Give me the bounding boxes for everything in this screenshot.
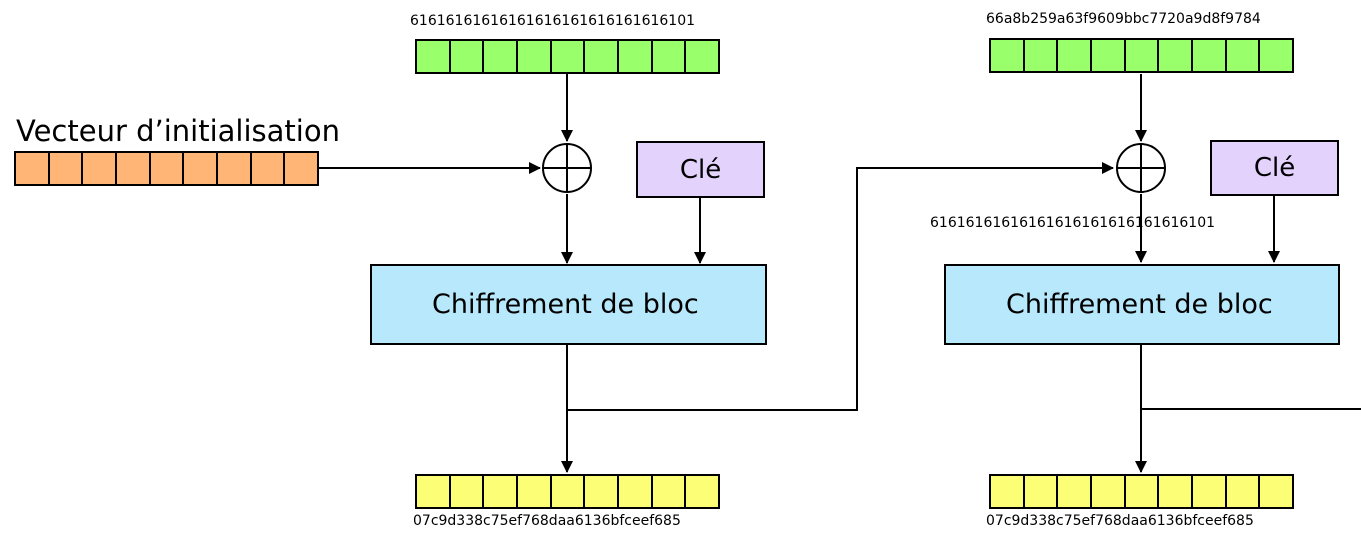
register-cell <box>989 38 1025 73</box>
xor-symbol-1 <box>542 143 592 193</box>
cipher-label-1: Chiffrement de bloc <box>432 289 699 320</box>
register-cell <box>1157 38 1193 73</box>
register-cell <box>989 474 1025 509</box>
register-cell <box>1123 474 1160 509</box>
register-cell <box>1022 474 1059 509</box>
cipher-label-2: Chiffrement de bloc <box>1006 289 1273 320</box>
register-cell <box>14 151 50 186</box>
plaintext-2-hex: 66a8b259a63f9609bbc7720a9d8f9784 <box>986 11 1261 27</box>
register-cell <box>1258 474 1294 509</box>
register-cell <box>684 474 720 509</box>
register-cell <box>448 39 485 74</box>
register-cell <box>616 39 653 74</box>
register-cell <box>1089 474 1126 509</box>
cipher-box-1: Chiffrement de bloc <box>370 264 767 345</box>
register-cell <box>415 474 451 509</box>
register-cell <box>81 151 117 186</box>
xor-output-2-hex: 61616161616161616161616161616101 <box>930 215 1216 231</box>
register-cell <box>515 474 552 509</box>
register-cell <box>148 151 185 186</box>
register-cell <box>1224 38 1261 73</box>
register-cell <box>1056 474 1092 509</box>
register-cell <box>616 474 653 509</box>
register-cell <box>249 151 286 186</box>
register-cell <box>684 39 720 74</box>
wire-chain-to-xor2 <box>567 162 1114 411</box>
register-cell <box>1190 474 1227 509</box>
ciphertext-2-cells <box>989 474 1294 509</box>
register-cell <box>1056 38 1092 73</box>
register-cell <box>549 39 586 74</box>
register-cell <box>482 474 518 509</box>
key-box-1: Clé <box>636 141 765 198</box>
register-cell <box>515 39 552 74</box>
register-cell <box>283 151 319 186</box>
xor-symbol-2 <box>1116 143 1166 193</box>
register-cell <box>583 39 619 74</box>
register-cell <box>215 151 252 186</box>
register-cell <box>650 39 687 74</box>
ciphertext-2-hex: 07c9d338c75ef768daa6136bfceef685 <box>986 513 1254 529</box>
plaintext-1-hex: 61616161616161616161616161616101 <box>410 13 696 29</box>
register-cell <box>182 151 218 186</box>
register-cell <box>583 474 619 509</box>
register-cell <box>1089 38 1126 73</box>
plaintext-1-cells <box>415 39 720 74</box>
register-cell <box>650 474 687 509</box>
cipher-box-2: Chiffrement de bloc <box>944 264 1340 345</box>
iv-label: Vecteur d’initialisation <box>16 114 340 148</box>
ciphertext-1-hex: 07c9d338c75ef768daa6136bfceef685 <box>413 513 681 529</box>
register-cell <box>482 39 518 74</box>
register-cell <box>114 151 151 186</box>
ciphertext-1-cells <box>415 474 720 509</box>
key-label-1: Clé <box>679 154 722 185</box>
plaintext-2-cells <box>989 38 1294 73</box>
register-cell <box>1123 38 1160 73</box>
key-label-2: Clé <box>1253 153 1296 183</box>
register-cell <box>1258 38 1294 73</box>
register-cell <box>47 151 84 186</box>
register-cell <box>415 39 451 74</box>
register-cell <box>549 474 586 509</box>
register-cell <box>1022 38 1059 73</box>
key-box-2: Clé <box>1210 140 1339 196</box>
register-cell <box>448 474 485 509</box>
register-cell <box>1190 38 1227 73</box>
register-cell <box>1157 474 1193 509</box>
iv-cells <box>14 151 319 186</box>
register-cell <box>1224 474 1261 509</box>
